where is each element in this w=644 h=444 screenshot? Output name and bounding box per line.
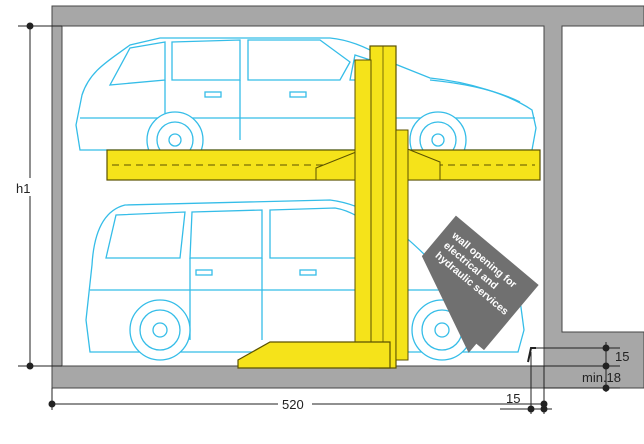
- pit-dimensions: [500, 342, 620, 414]
- width-label: 520: [282, 397, 304, 412]
- height-label: h1: [16, 181, 30, 196]
- min-depth-label: min.18: [582, 370, 621, 385]
- lift-column: [237, 45, 409, 369]
- pit-offset-label: 15: [506, 391, 520, 406]
- lift-base: [237, 341, 391, 369]
- lower-car: [85, 199, 525, 361]
- top-offset-label: 15: [615, 349, 629, 364]
- upper-platform: [106, 147, 541, 181]
